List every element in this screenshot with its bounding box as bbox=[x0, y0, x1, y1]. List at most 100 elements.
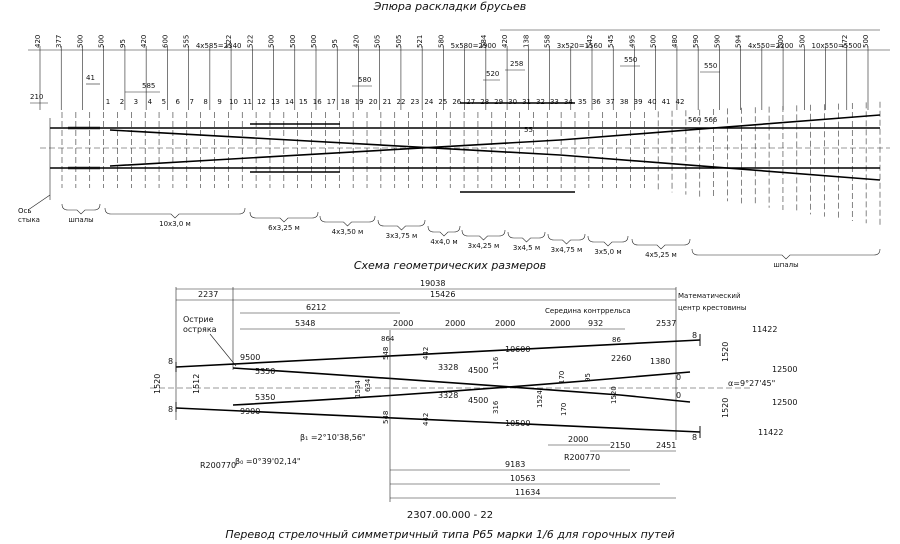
eight-1: 8 bbox=[168, 357, 173, 366]
beta0-label: β₀ =0°39'02,14" bbox=[235, 457, 301, 466]
sleeper-number: 38 bbox=[620, 98, 629, 106]
dim-2000-1: 2000 bbox=[393, 319, 413, 328]
sleeper-number: 2 bbox=[120, 98, 124, 106]
math-center-label-2: центр крестовины bbox=[678, 304, 746, 312]
sleeper-number: 26 bbox=[452, 98, 461, 106]
top-dim-label: 5x580=2900 bbox=[451, 42, 497, 50]
brace-label: 4x4,0 м bbox=[430, 238, 457, 246]
top-dim-label: 600 bbox=[161, 35, 169, 48]
top-dim-label: 377 bbox=[55, 35, 63, 48]
top-dim-label: 500 bbox=[650, 35, 658, 48]
sleeper-number: 11 bbox=[243, 98, 252, 106]
dim-9183: 9183 bbox=[505, 460, 525, 469]
brace bbox=[319, 215, 376, 227]
dim-12500-2: 12500 bbox=[772, 398, 797, 407]
brace-label: 10x3,0 м bbox=[159, 220, 191, 228]
top-dim-label: 138 bbox=[522, 35, 530, 48]
brace-label: 3x3,75 м bbox=[386, 232, 418, 240]
math-center-label-1: Математический bbox=[678, 292, 741, 300]
sleeper-number: 1 bbox=[106, 98, 110, 106]
alpha-label: α=9°27'45" bbox=[728, 379, 775, 388]
dim-9900: 9900 bbox=[240, 407, 260, 416]
layout-rails bbox=[50, 102, 881, 193]
top-dim-label: 420 bbox=[501, 35, 509, 48]
zero-1: 0 bbox=[676, 373, 681, 382]
brace bbox=[691, 248, 881, 260]
brace-label: 6x3,25 м bbox=[268, 224, 300, 232]
dim-2150: 2150 bbox=[610, 441, 630, 450]
top-dim-label: 420 bbox=[34, 35, 42, 48]
dim-2537: 2537 bbox=[656, 319, 676, 328]
sleeper-number: 34 bbox=[564, 98, 573, 106]
dim-15426: 15426 bbox=[430, 290, 455, 299]
top-dim-label: 522 bbox=[246, 35, 254, 48]
sleeper-number: 18 bbox=[341, 98, 350, 106]
dim-1520-a: 1520 bbox=[153, 374, 162, 394]
top-dim-label: 590 bbox=[692, 35, 700, 48]
sleeper-number: 22 bbox=[397, 98, 406, 106]
dim-9500: 9500 bbox=[240, 353, 260, 362]
top-dim-label: 95 bbox=[119, 39, 127, 48]
dim-316: 316 bbox=[492, 400, 500, 414]
top-dim-label: 500 bbox=[777, 35, 785, 48]
sleeper-number: 12 bbox=[257, 98, 266, 106]
top-dim-label: 420 bbox=[352, 35, 360, 48]
brace bbox=[547, 233, 586, 245]
top-dim-label: 542 bbox=[586, 35, 594, 48]
sleeper-number: 30 bbox=[508, 98, 517, 106]
dim-550b: 550 bbox=[704, 62, 717, 70]
sleeper-number: 36 bbox=[592, 98, 601, 106]
dim-1520-d: 1520 bbox=[610, 386, 618, 404]
dim-55: 55 bbox=[524, 126, 533, 134]
sleeper-number: 32 bbox=[536, 98, 545, 106]
brace bbox=[249, 211, 319, 223]
sleeper-number: 27 bbox=[466, 98, 475, 106]
brace bbox=[61, 203, 101, 215]
sleepers bbox=[61, 101, 881, 226]
sleeper-number: 10 bbox=[229, 98, 238, 106]
brace bbox=[427, 225, 461, 237]
eight-2: 8 bbox=[168, 405, 173, 414]
top-dim-label: 522 bbox=[225, 35, 233, 48]
top-dim-label: 572 bbox=[841, 35, 849, 48]
sleeper-number: 15 bbox=[299, 98, 308, 106]
joint-axis-label-2: стыка bbox=[18, 216, 40, 224]
top-dim-label: 95 bbox=[331, 39, 339, 48]
brace-label: 3x4,5 м bbox=[513, 244, 540, 252]
dim-258: 258 bbox=[510, 60, 523, 68]
sleeper-number: 29 bbox=[494, 98, 503, 106]
sleeper-number: 8 bbox=[203, 98, 207, 106]
top-dim-label: 500 bbox=[76, 35, 84, 48]
dim-932: 932 bbox=[588, 319, 603, 328]
top-dim-label: 480 bbox=[671, 35, 679, 48]
sleeper-number: 19 bbox=[355, 98, 364, 106]
sleeper-number: 24 bbox=[424, 98, 433, 106]
sleeper-number: 14 bbox=[285, 98, 294, 106]
dim-3328-2: 3328 bbox=[438, 391, 458, 400]
top-dim-label: 10x550=5500 bbox=[812, 42, 862, 50]
top-dim-label: 580 bbox=[437, 35, 445, 48]
sleeper-number: 17 bbox=[327, 98, 336, 106]
sleeper-number: 39 bbox=[634, 98, 643, 106]
dim-86: 86 bbox=[612, 336, 621, 344]
top-dim-label: 495 bbox=[628, 35, 636, 48]
dim-2000-5: 2000 bbox=[568, 435, 588, 444]
caption: Перевод стрелочный симметричный типа Р65… bbox=[225, 528, 674, 541]
top-dim-label: 505 bbox=[395, 35, 403, 48]
dim-11634: 11634 bbox=[515, 488, 540, 497]
dim-580: 580 bbox=[358, 76, 371, 84]
dim-2000-3: 2000 bbox=[495, 319, 515, 328]
top-dim-label: 500 bbox=[310, 35, 318, 48]
top-dim-label: 500 bbox=[268, 35, 276, 48]
dim-3328-1: 3328 bbox=[438, 363, 458, 372]
sleeper-number: 35 bbox=[578, 98, 587, 106]
dim-10563: 10563 bbox=[510, 474, 535, 483]
sleeper-number: 9 bbox=[217, 98, 221, 106]
dim-548-b: 548 bbox=[382, 411, 390, 424]
dim-2260: 2260 bbox=[611, 354, 631, 363]
brace-label: 4x5,25 м bbox=[645, 251, 677, 259]
sleeper-number: 42 bbox=[676, 98, 685, 106]
